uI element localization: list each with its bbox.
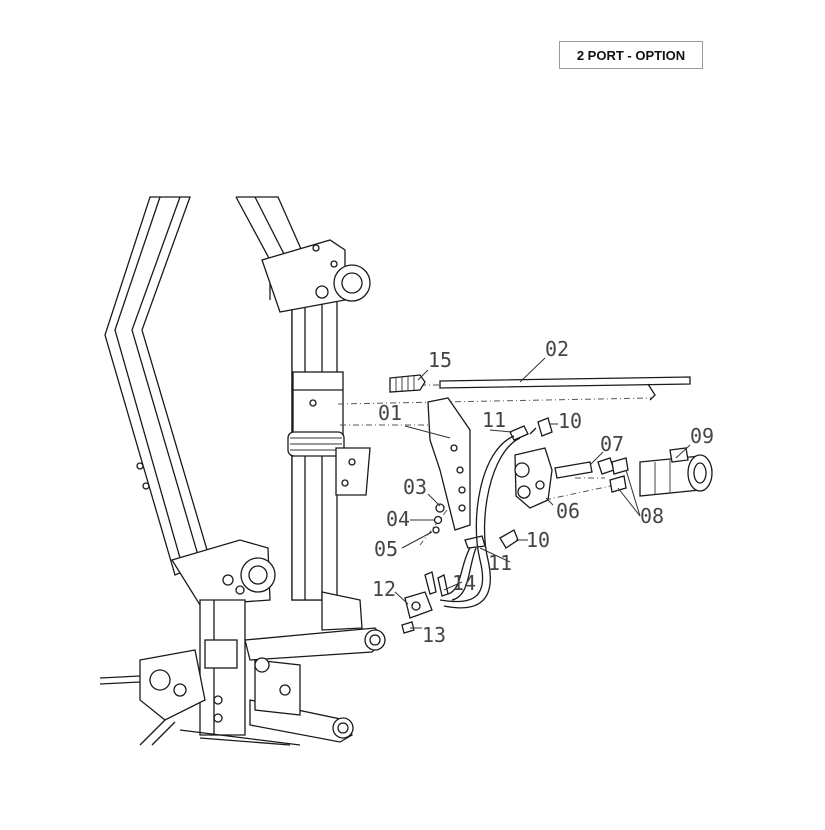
part-09-quick-coupler [639,447,713,497]
callout-06: 06 [556,499,580,523]
callout-15: 15 [428,348,452,372]
callout-02: 02 [545,337,569,361]
lower-linkage [99,627,386,746]
part-08-fittings [609,457,629,493]
callout-11-upper: 11 [482,408,506,432]
leader-lines [394,357,691,629]
callout-labels: 15 02 01 11 10 07 09 03 04 05 06 08 10 1… [372,337,714,647]
part-01-mounting-plate [427,397,471,531]
callout-01: 01 [378,401,402,425]
part-07-adapter [554,457,615,479]
part-13-bolts [401,621,415,634]
lower-bracket [170,539,363,736]
callout-07: 07 [600,432,624,456]
part-14-fittings [424,571,449,597]
part-10-elbow-upper [529,417,553,437]
part-11-fitting-lower [464,535,486,549]
part-03-04-05-fasteners [432,503,445,534]
callout-13: 13 [422,623,446,647]
callout-09: 09 [690,424,714,448]
part-02-control-rod [439,376,691,401]
callout-14: 14 [452,571,476,595]
frame-left-arm [104,196,211,576]
part-11-fitting-upper [509,425,529,441]
hydraulic-hoses [439,435,521,609]
part-10-elbow-lower [499,529,519,549]
callout-03: 03 [403,475,427,499]
diagram-title: 2 PORT - OPTION [559,41,703,69]
callout-10-upper: 10 [558,409,582,433]
callout-11-lower: 11 [488,551,512,575]
frame-right-arm [235,196,371,601]
part-15-handle-knob [389,374,426,393]
callout-10-lower: 10 [526,528,550,552]
callout-04: 04 [386,507,410,531]
callout-05: 05 [374,537,398,561]
callout-12: 12 [372,577,396,601]
callout-08: 08 [640,504,664,528]
part-12-manifold [404,591,433,619]
